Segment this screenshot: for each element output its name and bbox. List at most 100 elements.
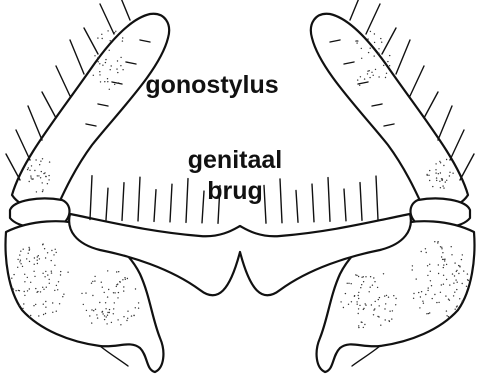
stipple-dot [123, 286, 124, 287]
stipple-dot [377, 287, 378, 288]
stipple-dot [42, 189, 43, 190]
stipple-dot [426, 174, 427, 175]
stipple-dot [440, 187, 441, 188]
stipple-dot [55, 249, 56, 250]
stipple-dot [383, 273, 384, 274]
seta [84, 28, 98, 54]
seta [396, 40, 410, 74]
stipple-dot [117, 319, 118, 320]
stipple-dot [45, 313, 46, 314]
stipple-dot [356, 301, 357, 302]
stipple-dot [110, 40, 111, 41]
stipple-dot [444, 260, 445, 261]
seta [328, 178, 330, 222]
stipple-dot [81, 293, 82, 294]
stipple-dot [29, 250, 30, 251]
stipple-dot [436, 302, 437, 303]
stipple-dot [440, 172, 441, 173]
stipple-dot [95, 309, 96, 310]
stipple-dot [93, 75, 94, 76]
stipple-dot [459, 298, 460, 299]
stipple-dot [114, 302, 115, 303]
stipple-dot [454, 292, 455, 293]
stipple-dot [367, 71, 368, 72]
stipple-dot [443, 267, 444, 268]
stipple-dot [385, 303, 386, 304]
stipple-dot [99, 63, 100, 64]
stipple-dot [34, 264, 35, 265]
stipple-dot [35, 288, 36, 289]
stipple-dot [439, 161, 440, 162]
stipple-dot [373, 309, 374, 310]
stipple-dot [340, 301, 341, 302]
stipple-dot [434, 294, 435, 295]
stipple-dot [111, 322, 112, 323]
stipple-dot [31, 165, 32, 166]
stipple-dot [371, 72, 372, 73]
stipple-dot [422, 301, 423, 302]
stipple-dot [458, 307, 459, 308]
stipple-dot [416, 278, 417, 279]
stipple-dot [38, 175, 39, 176]
seta [366, 4, 380, 34]
seta [100, 4, 114, 34]
stipple-dot [109, 312, 110, 313]
stipple-dot [437, 242, 438, 243]
stipple-dot [363, 309, 364, 310]
stipple-dot [426, 252, 427, 253]
stipple-dot [101, 34, 102, 35]
stipple-dot [104, 315, 105, 316]
stipple-dot [37, 291, 38, 292]
stipple-dot [52, 302, 53, 303]
stipple-dot [378, 76, 379, 77]
stipple-dot [127, 278, 128, 279]
seta [460, 154, 474, 180]
stipple-dot [435, 172, 436, 173]
stipple-dot [60, 271, 61, 272]
stipple-dot [374, 55, 375, 56]
stipple-dot [467, 279, 468, 280]
stipple-dot [425, 248, 426, 249]
stipple-dot [412, 265, 413, 266]
stipple-dot [437, 241, 438, 242]
seta [122, 183, 124, 221]
stipple-dot [439, 181, 440, 182]
stipple-dot [38, 315, 39, 316]
stipple-dot [386, 295, 387, 296]
stipple-dot [118, 271, 119, 272]
stipple-dot [19, 261, 20, 262]
stipple-dot [22, 266, 23, 267]
stipple-dot [446, 180, 447, 181]
stipple-dot [54, 265, 55, 266]
stipple-dot [356, 42, 357, 43]
stipple-dot [44, 276, 45, 277]
stipple-dot [108, 289, 109, 290]
stipple-dot [85, 292, 86, 293]
stipple-dot [122, 279, 123, 280]
stipple-dot [427, 265, 428, 266]
stipple-dot [462, 301, 463, 302]
stipple-dot [107, 81, 108, 82]
stipple-dot [364, 324, 365, 325]
stipple-dot [125, 279, 126, 280]
stipple-dot [435, 163, 436, 164]
stipple-dot [60, 274, 61, 275]
stipple-dot [453, 295, 454, 296]
stipple-dot [380, 325, 381, 326]
stipple-dot [123, 316, 124, 317]
stipple-dot [42, 243, 43, 244]
stipple-dot [351, 301, 352, 302]
stipple-dot [359, 85, 360, 86]
stipple-dot [37, 256, 38, 257]
stipple-dot [357, 304, 358, 305]
stipple-dot [361, 277, 362, 278]
stipple-dot [421, 291, 422, 292]
stipple-dot [370, 48, 371, 49]
stipple-dot [36, 191, 37, 192]
stipple-dot [441, 256, 442, 257]
stipple-dot [53, 254, 54, 255]
stipple-dot [443, 264, 444, 265]
stipple-dot [360, 76, 361, 77]
stipple-dot [15, 290, 16, 291]
seta [16, 130, 30, 160]
